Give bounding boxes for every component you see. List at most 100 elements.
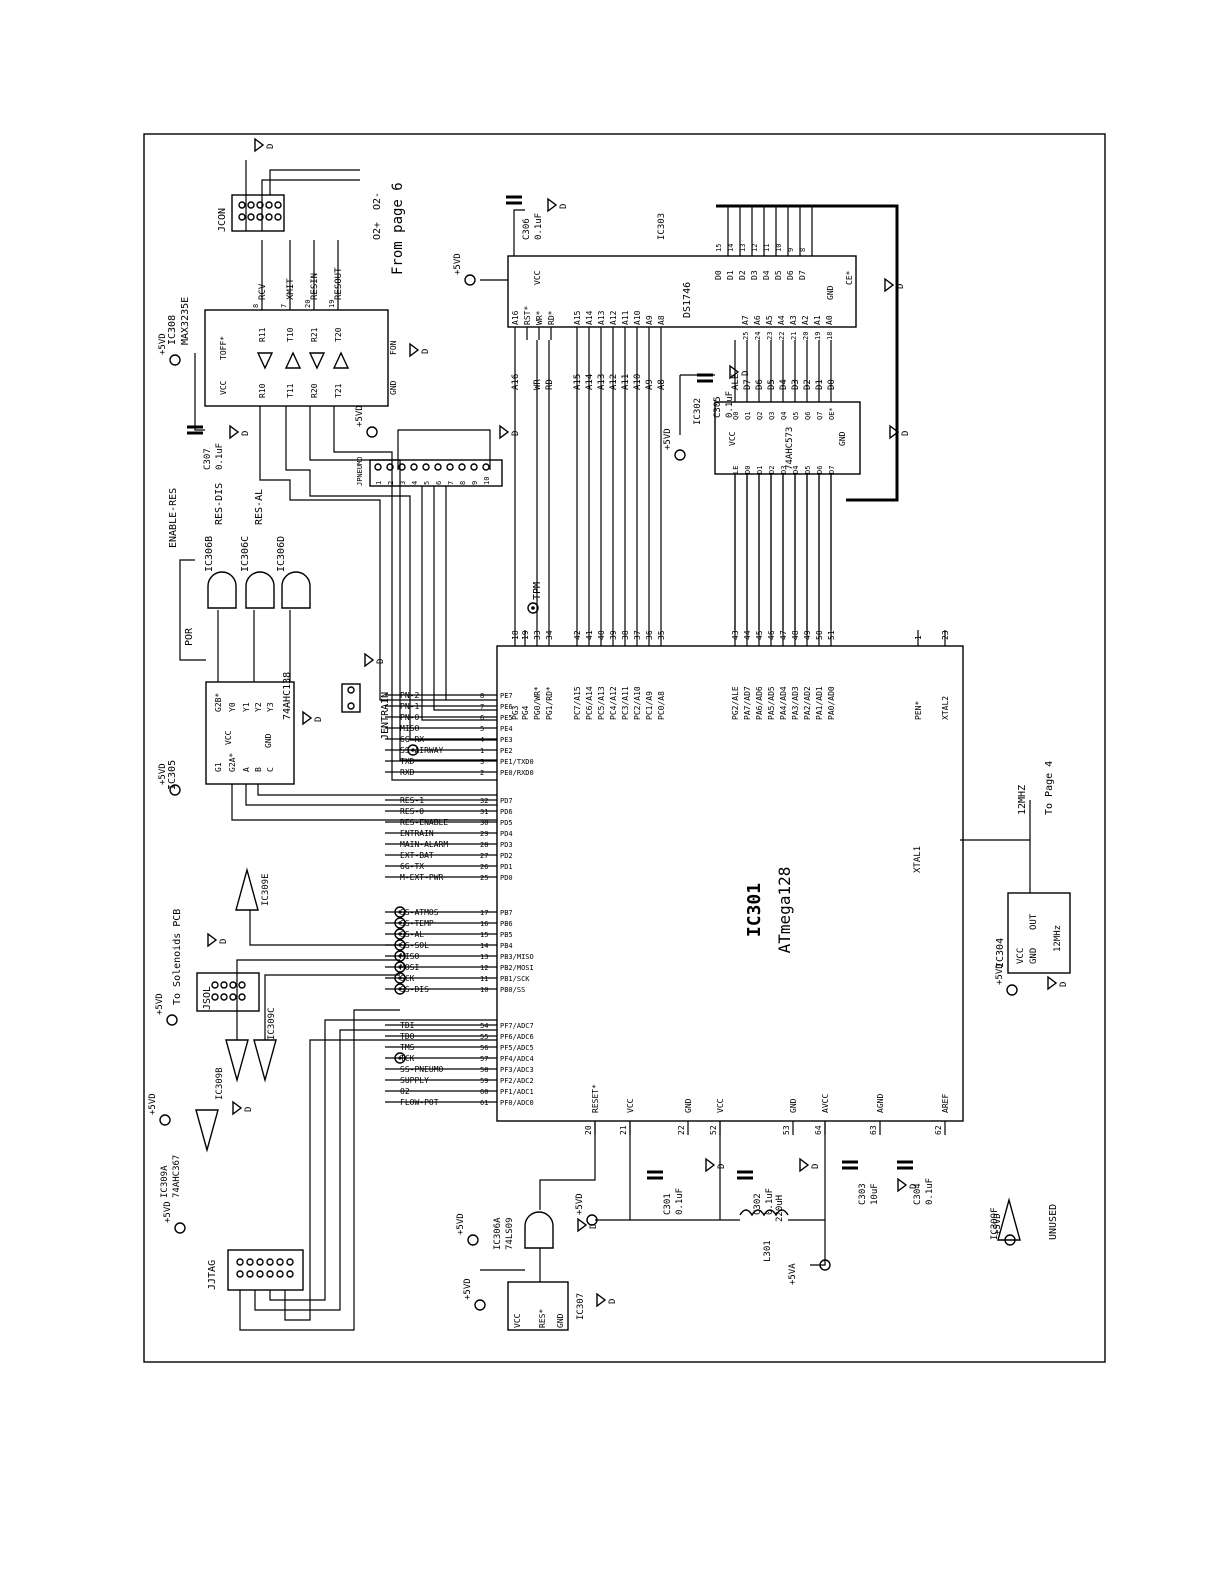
power-symbols: +5VD+5VD+5VD+5VD+5VD+5VD+5VD+5VD+5VD+5VD… — [148, 137, 1069, 1311]
ic301-left-pin-name: PF4/ADC4 — [500, 1055, 534, 1063]
ic301-top-pin-number: 38 — [621, 630, 630, 640]
gnd-label: D — [608, 1299, 618, 1304]
ic301-left-pin-name: PF3/ADC3 — [500, 1066, 534, 1074]
vdd-label: +5VD — [663, 428, 673, 450]
ic302-pin-name: LE — [732, 466, 740, 474]
cap-ref: C304 — [913, 1183, 923, 1205]
ic301-left-net: TMS — [400, 1043, 415, 1052]
ic308-pin-name: T21 — [334, 383, 343, 398]
ic302-part: 74AHC573 — [785, 427, 795, 470]
ic301-left-pin-number: 3 — [480, 758, 484, 766]
ic304-out: OUT — [1029, 913, 1039, 930]
ic301-top-pin-number: 41 — [585, 630, 594, 640]
jpneumo-pin-number: 5 — [423, 481, 431, 485]
ic301-left-pin-number: 32 — [480, 797, 488, 805]
ic301-top-net: D1 — [815, 379, 825, 390]
ic301-left-pin-name: PF2/ADC2 — [500, 1077, 534, 1085]
ic308-pin-name: R21 — [310, 327, 319, 342]
gnd-label: D — [219, 939, 229, 944]
jjtag-ref: JJTAG — [207, 1260, 218, 1290]
ic301-top-pin-name: PC0/A8 — [657, 691, 666, 720]
ic301-top-pin-name: PA6/AD6 — [755, 686, 764, 720]
ic301-top-pin-name: PC6/A14 — [585, 686, 594, 720]
gnd-label: D — [244, 1107, 254, 1112]
ic302-pin-name: Q4 — [780, 412, 788, 420]
gnd-label: D — [241, 431, 251, 436]
ic301-top-pin-name: PG1/RD* — [545, 686, 554, 720]
ic309e-ref: IC309E — [261, 873, 271, 906]
l301-ref: L301 — [763, 1240, 773, 1262]
ic303-pin-name: D0 — [714, 270, 723, 280]
ic301-top-net: D2 — [803, 379, 813, 390]
ic301-left-net: RES-1 — [400, 796, 424, 805]
jpneumo-pin-number: 9 — [471, 481, 479, 485]
ic303-pin-number: 21 — [790, 332, 798, 340]
ic301-left-net: EXT-BAT — [400, 851, 434, 860]
ic305-pin-name: Y1 — [242, 702, 251, 712]
ic301-top-pin-number: 34 — [545, 630, 554, 640]
ic301-top-net: D3 — [791, 379, 801, 390]
ic301-left-pin-name: PE6 — [500, 703, 513, 711]
ic301-left-pin-name: PB0/SS — [500, 986, 525, 994]
ic301-bottom-pin-name: VCC — [626, 1098, 635, 1113]
ic305-ref: IC305 — [167, 760, 178, 790]
ic301-left-net: SS-SOL — [400, 941, 429, 950]
net-res-dis: RES-DIS — [214, 483, 225, 525]
cap-value: 10uF — [870, 1183, 880, 1205]
ic303-pin-name: A5 — [765, 315, 774, 325]
ic301-top-pin-number: 39 — [609, 630, 618, 640]
ic301-top-pin-name: PA7/AD7 — [743, 686, 752, 720]
ic301-left-net: TDI — [400, 1021, 415, 1030]
gnd-label: D — [376, 659, 386, 664]
ic301-left-pin-number: 57 — [480, 1055, 488, 1063]
ic308-pin-number: 19 — [328, 300, 336, 308]
ic308-pin-name: T10 — [286, 327, 295, 342]
ic305-pin-name: B — [254, 767, 263, 772]
ic301-left-net: TCK — [400, 1054, 415, 1063]
ic301-left-pin-name: PD2 — [500, 852, 513, 860]
ic301-left-pin-number: 54 — [480, 1022, 488, 1030]
ic301-bottom-pin-number: 22 — [677, 1125, 686, 1135]
ic301-left-pin-number: 12 — [480, 964, 488, 972]
ic301-top-net: D7 — [743, 379, 753, 390]
vdd-label: +5VD — [456, 1213, 466, 1235]
ic303-pin-number: 13 — [739, 244, 747, 252]
ic302-pin-name: Q2 — [756, 412, 764, 420]
ic303-pin-name: D5 — [774, 270, 783, 280]
ic309c-ref: IC309C — [267, 1007, 277, 1040]
ic301-left-pin-number: 6 — [480, 714, 484, 722]
ic301-top-pin-number: 35 — [657, 630, 666, 640]
ic303-pin-number: 23 — [766, 332, 774, 340]
cap-value: 0.1uF — [725, 391, 735, 418]
ic308-pin-name: R11 — [258, 327, 267, 342]
ic301-bottom-pin-number: 63 — [869, 1125, 878, 1135]
ic308-net: RCV — [258, 283, 268, 300]
vdd-label: +5VD — [993, 1213, 1003, 1235]
ic301-top-pin-name: PEN* — [914, 701, 923, 720]
ic307-reset: IC307 VCC RES* GND — [507, 1281, 586, 1331]
ic301-top-pin-name: PG4 — [521, 705, 530, 720]
ic308-pin-name: GND — [389, 380, 398, 395]
jpneumo-pin-number: 6 — [435, 481, 443, 485]
ic301-left-pin-name: PB4 — [500, 942, 513, 950]
ic301-left-pin-name: PE1/TXD0 — [500, 758, 534, 766]
ic301-left-pin-number: 58 — [480, 1066, 488, 1074]
ic301-left-pin-name: PB2/MOSI — [500, 964, 534, 972]
ic304-oscillator: IC304 12MHz VCC GND OUT 12MHZ To Page 4 — [995, 761, 1071, 974]
vdd-label: +5VD — [158, 333, 168, 355]
ic301-left-pin-name: PB6 — [500, 920, 513, 928]
ic303-pin-name: A3 — [789, 315, 798, 325]
ic301-top-net: A14 — [585, 374, 595, 390]
vdd-label: +5VD — [463, 1278, 473, 1300]
ic301-left-net: SS-ATMOS — [400, 908, 439, 917]
ic303-pin-number: 24 — [754, 332, 762, 340]
ic301-left-net: O2 — [400, 1087, 410, 1096]
ic301-left-pin-number: 56 — [480, 1044, 488, 1052]
ic301-top-pin-number: 18 — [511, 630, 520, 640]
jsol-connector: JSOL To Solenoids PCB — [172, 909, 260, 1012]
ic301-top-pin-name: PA0/AD0 — [827, 686, 836, 720]
ic308-pin-number: 20 — [304, 300, 312, 308]
ic301-left-pin-name: PD3 — [500, 841, 513, 849]
ic303-ref: IC303 — [657, 213, 667, 240]
